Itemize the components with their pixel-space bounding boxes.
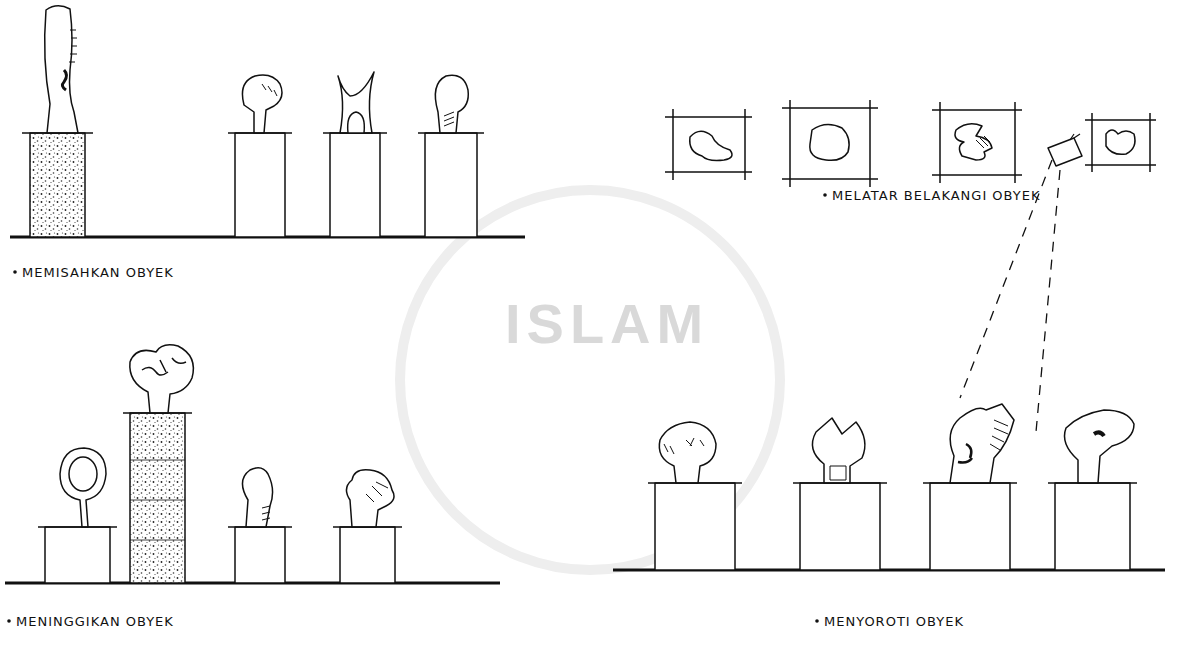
watermark-text: ISLAM [505, 296, 709, 352]
bullet-dots [7, 193, 827, 623]
elevating-panel [5, 345, 500, 583]
background-panel [665, 100, 1156, 187]
spotlight-panel [613, 134, 1165, 570]
caption-label: MELATAR BELAKANGI OBYEK [832, 189, 1041, 202]
caption-label: MENINGGIKAN OBYEK [16, 615, 174, 628]
separating-panel [10, 6, 525, 237]
caption-label: MEMISAHKAN OBYEK [22, 266, 174, 279]
caption-label: MENYOROTI OBYEK [824, 615, 964, 628]
watermark-ring [400, 190, 780, 570]
